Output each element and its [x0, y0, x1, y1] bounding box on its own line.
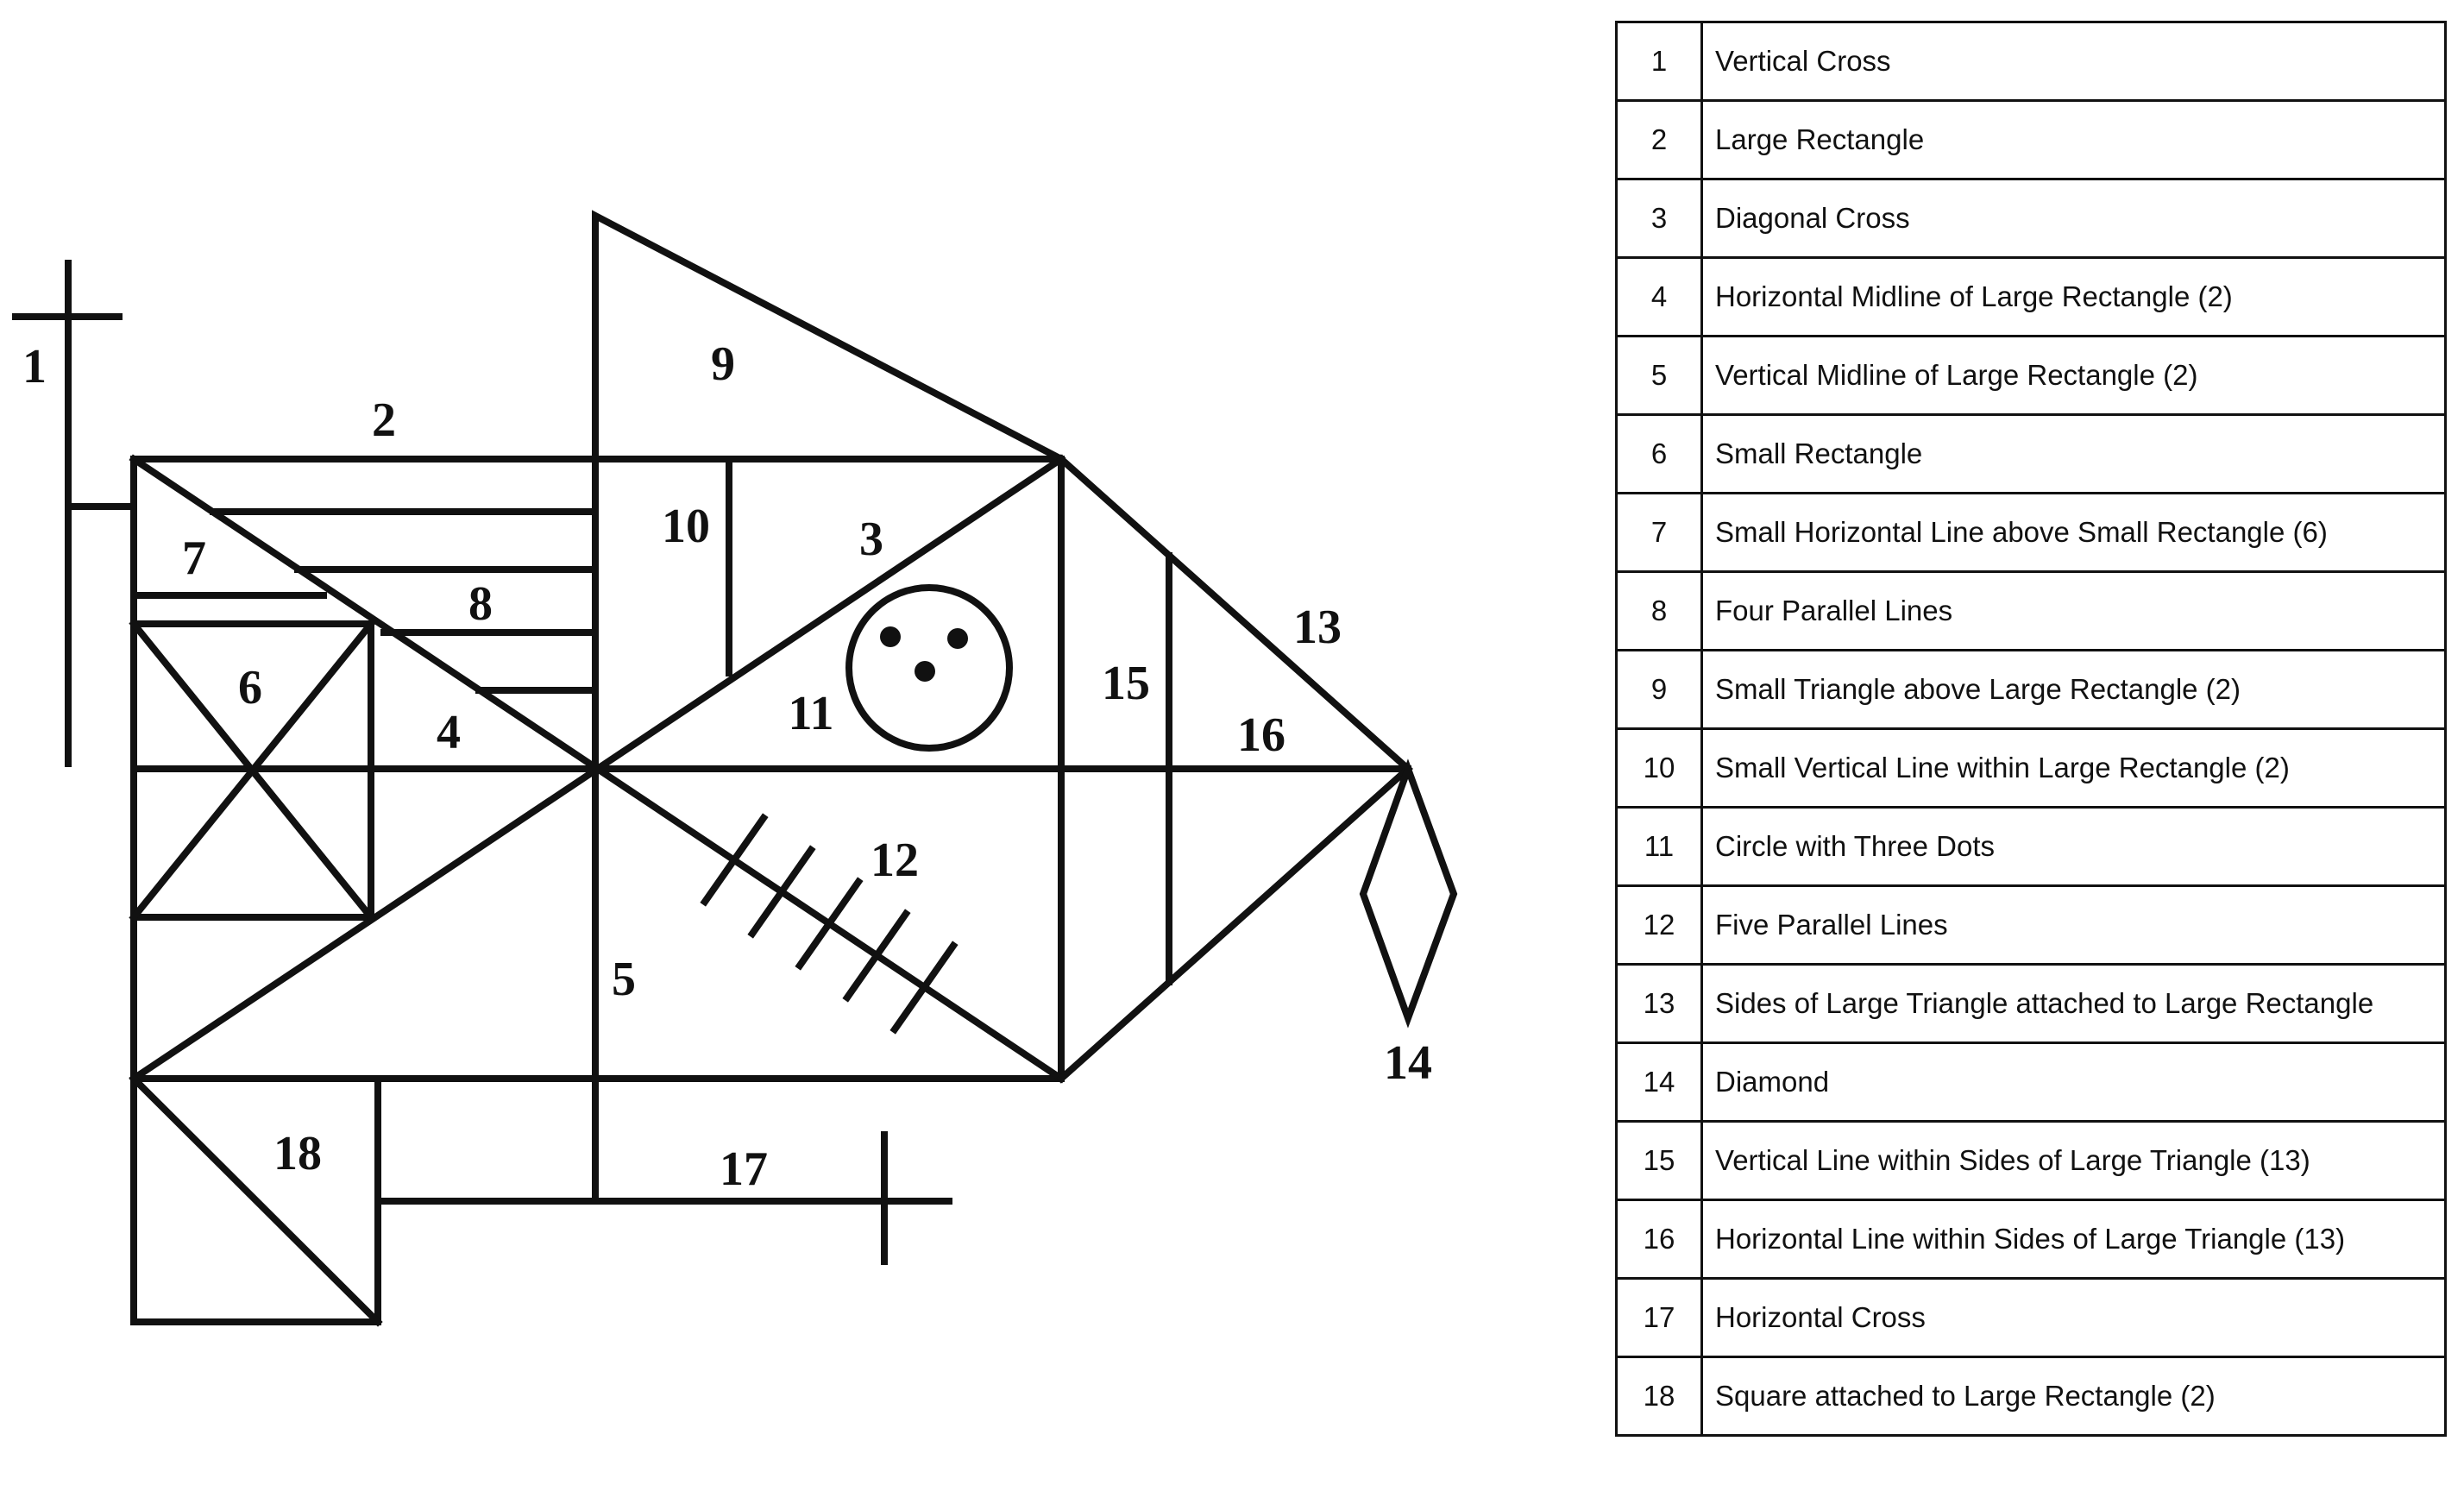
- legend-number: 9: [1615, 649, 1703, 730]
- legend-description: Square attached to Large Rectangle (2): [1700, 1356, 2447, 1437]
- label-1: 1: [22, 340, 47, 393]
- legend-number: 16: [1615, 1199, 1703, 1280]
- legend-number: 13: [1615, 963, 1703, 1044]
- legend-description: Horizontal Midline of Large Rectangle (2…: [1700, 256, 2447, 337]
- small-rectangle: [129, 619, 376, 922]
- legend-number: 2: [1615, 99, 1703, 180]
- attached-square: [129, 1073, 383, 1327]
- label-12: 12: [871, 834, 919, 887]
- legend-number: 8: [1615, 570, 1703, 651]
- label-11: 11: [789, 687, 834, 740]
- legend-description: Diamond: [1700, 1041, 2447, 1123]
- label-10: 10: [662, 500, 710, 553]
- legend-description: Vertical Midline of Large Rectangle (2): [1700, 335, 2447, 416]
- legend-description: Sides of Large Triangle attached to Larg…: [1700, 963, 2447, 1044]
- legend-number: 12: [1615, 884, 1703, 966]
- legend-description: Four Parallel Lines: [1700, 570, 2447, 651]
- label-4: 4: [437, 706, 461, 759]
- label-6: 6: [238, 661, 262, 714]
- vertical-cross: [12, 260, 137, 767]
- label-16: 16: [1237, 708, 1285, 762]
- legend-number: 17: [1615, 1277, 1703, 1358]
- label-3: 3: [859, 513, 883, 566]
- legend-number: 4: [1615, 256, 1703, 337]
- label-14: 14: [1384, 1036, 1432, 1090]
- legend-number: 3: [1615, 178, 1703, 259]
- legend-description: Large Rectangle: [1700, 99, 2447, 180]
- legend-number: 11: [1615, 806, 1703, 887]
- legend-number: 10: [1615, 727, 1703, 809]
- legend-description: Vertical Line within Sides of Large Tria…: [1700, 1120, 2447, 1201]
- label-15: 15: [1102, 657, 1150, 710]
- five-parallel-lines: [700, 813, 959, 1035]
- legend-description: Five Parallel Lines: [1700, 884, 2447, 966]
- label-7: 7: [182, 532, 206, 585]
- legend-description: Circle with Three Dots: [1700, 806, 2447, 887]
- legend-number: 15: [1615, 1120, 1703, 1201]
- legend-description: Small Rectangle: [1700, 413, 2447, 494]
- legend-description: Diagonal Cross: [1700, 178, 2447, 259]
- legend-description: Horizontal Line within Sides of Large Tr…: [1700, 1199, 2447, 1280]
- four-parallel-lines: [210, 508, 599, 694]
- label-9: 9: [711, 337, 735, 391]
- legend-number: 5: [1615, 335, 1703, 416]
- label-17: 17: [720, 1142, 768, 1196]
- legend-description: Small Horizontal Line above Small Rectan…: [1700, 492, 2447, 573]
- horizontal-cross: [374, 1131, 952, 1265]
- rey-complex-figure: 1 2 3 4 5 6 7 8 9 10 11 12 13 14 15 16 1…: [12, 210, 1458, 1327]
- legend-number: 14: [1615, 1041, 1703, 1123]
- legend-number: 1: [1615, 21, 1703, 102]
- legend-description: Small Triangle above Large Rectangle (2): [1700, 649, 2447, 730]
- legend-number: 7: [1615, 492, 1703, 573]
- circle-with-three-dots: [845, 584, 1013, 752]
- legend-description: Horizontal Cross: [1700, 1277, 2447, 1358]
- label-5: 5: [612, 953, 636, 1006]
- legend-description: Vertical Cross: [1700, 21, 2447, 102]
- label-8: 8: [468, 577, 493, 631]
- diamond: [1359, 758, 1458, 1029]
- small-triangle: [592, 210, 1066, 464]
- label-18: 18: [273, 1127, 322, 1180]
- legend-number: 6: [1615, 413, 1703, 494]
- label-13: 13: [1293, 601, 1342, 654]
- legend-number: 18: [1615, 1356, 1703, 1437]
- legend-description: Small Vertical Line within Large Rectang…: [1700, 727, 2447, 809]
- label-2: 2: [372, 393, 396, 447]
